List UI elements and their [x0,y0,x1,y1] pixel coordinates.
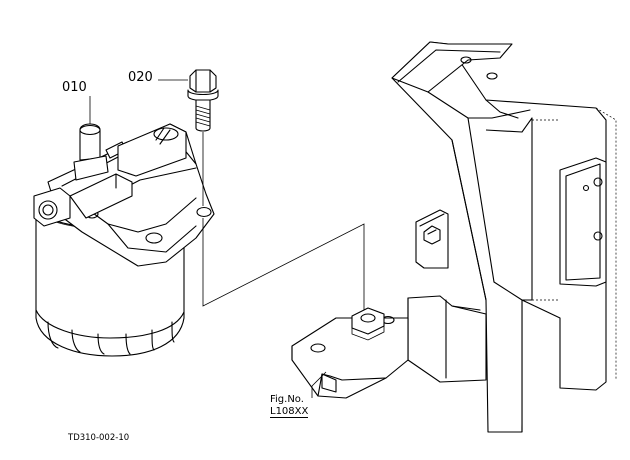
figure-reference-label: Fig.No. [270,394,304,405]
drawing-code: TD310-002-10 [68,433,130,443]
leader-lines [89,79,365,398]
figure-reference-number: L108XX [270,406,309,418]
mounting-foot [291,307,409,399]
mounting-frame [391,41,617,433]
part-number-filter: 010 [62,80,87,95]
bolt [187,69,219,132]
fuel-filter-assembly [33,123,215,357]
figure-reference: Fig.No. L108XX [270,394,309,418]
part-number-bolt: 020 [128,70,153,85]
